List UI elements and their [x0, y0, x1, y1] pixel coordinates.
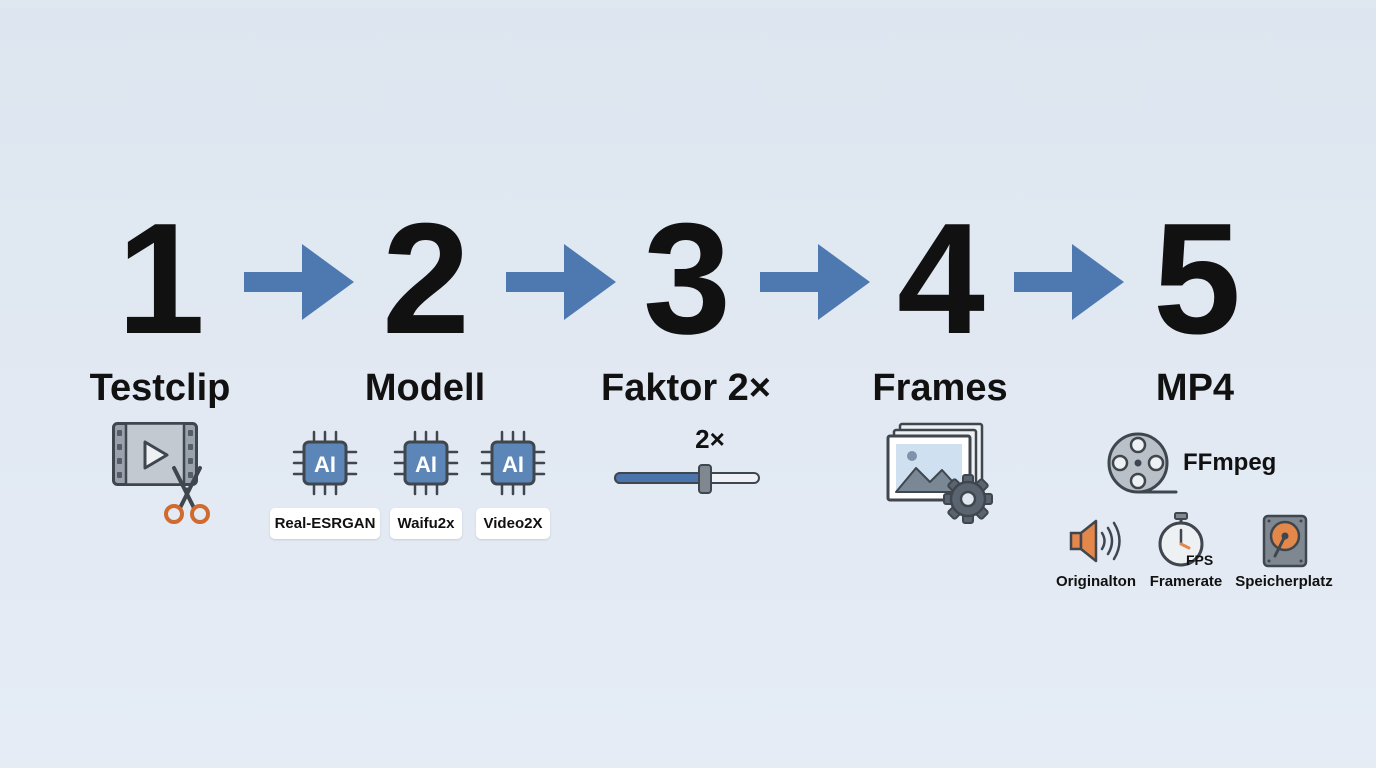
ai-chip-icon: AI: [292, 430, 358, 496]
diagram-canvas: 1 2 3 4 5 Testclip Modell Faktor 2× Fram…: [0, 8, 1376, 760]
step-3-title: Faktor 2×: [600, 367, 772, 409]
arrow-4-5-icon: [1014, 244, 1124, 320]
hard-drive-icon: [1262, 514, 1308, 568]
gear-icon: [943, 474, 993, 524]
arrow-1-2-icon: [244, 244, 354, 320]
speaker-icon: [1069, 519, 1121, 563]
slider-fill: [614, 472, 705, 484]
ai-chip-icon: AI: [480, 430, 546, 496]
svg-text:AI: AI: [314, 452, 336, 477]
feature-framerate: Framerate: [1149, 573, 1223, 590]
step-5-title: MP4: [1155, 367, 1235, 409]
step-1-title: Testclip: [89, 367, 231, 409]
step-2-number: 2: [382, 191, 470, 367]
step-1-number: 1: [117, 191, 205, 367]
scissors-icon: [164, 466, 210, 524]
fps-badge: FPS: [1186, 552, 1214, 568]
feature-originalton: Originalton: [1056, 573, 1136, 590]
svg-text:AI: AI: [415, 452, 437, 477]
step-4-title: Frames: [872, 367, 1008, 409]
step-4-number: 4: [897, 191, 985, 367]
film-reel-icon: [1107, 432, 1178, 494]
svg-text:AI: AI: [502, 452, 524, 477]
film-clip-icon: [112, 422, 198, 486]
scale-factor-label: 2×: [695, 424, 725, 454]
step-3-number: 3: [643, 191, 731, 367]
image-stack-icon: [886, 422, 993, 524]
step-2-title: Modell: [364, 367, 486, 409]
slider-thumb[interactable]: [698, 464, 712, 494]
feature-speicherplatz: Speicherplatz: [1235, 573, 1333, 590]
model-waifu2x: Waifu2x: [390, 508, 462, 539]
step-5-number: 5: [1153, 191, 1241, 367]
ai-chip-icon: AI: [393, 430, 459, 496]
scale-factor-slider[interactable]: [614, 464, 762, 494]
arrow-2-3-icon: [506, 244, 616, 320]
arrow-3-4-icon: [760, 244, 870, 320]
model-video2x: Video2X: [476, 508, 550, 539]
stopwatch-icon: [1158, 512, 1204, 567]
ffmpeg-label: FFmpeg: [1183, 449, 1277, 476]
model-real-esrgan: Real-ESRGAN: [270, 508, 380, 539]
